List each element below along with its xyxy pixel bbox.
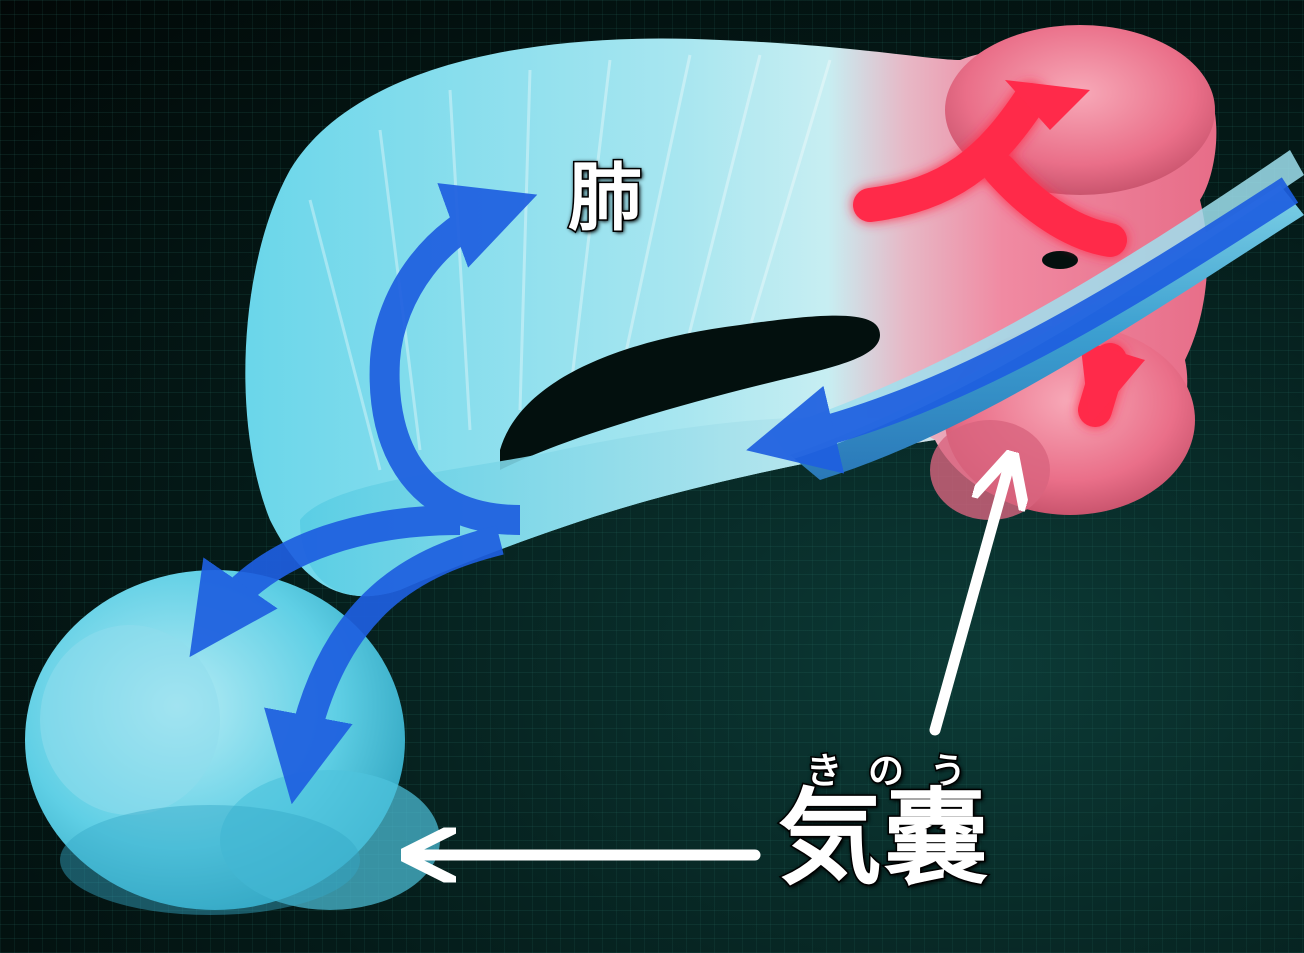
air-sac-label: 気嚢	[778, 786, 990, 890]
lung-label: 肺	[568, 138, 640, 245]
